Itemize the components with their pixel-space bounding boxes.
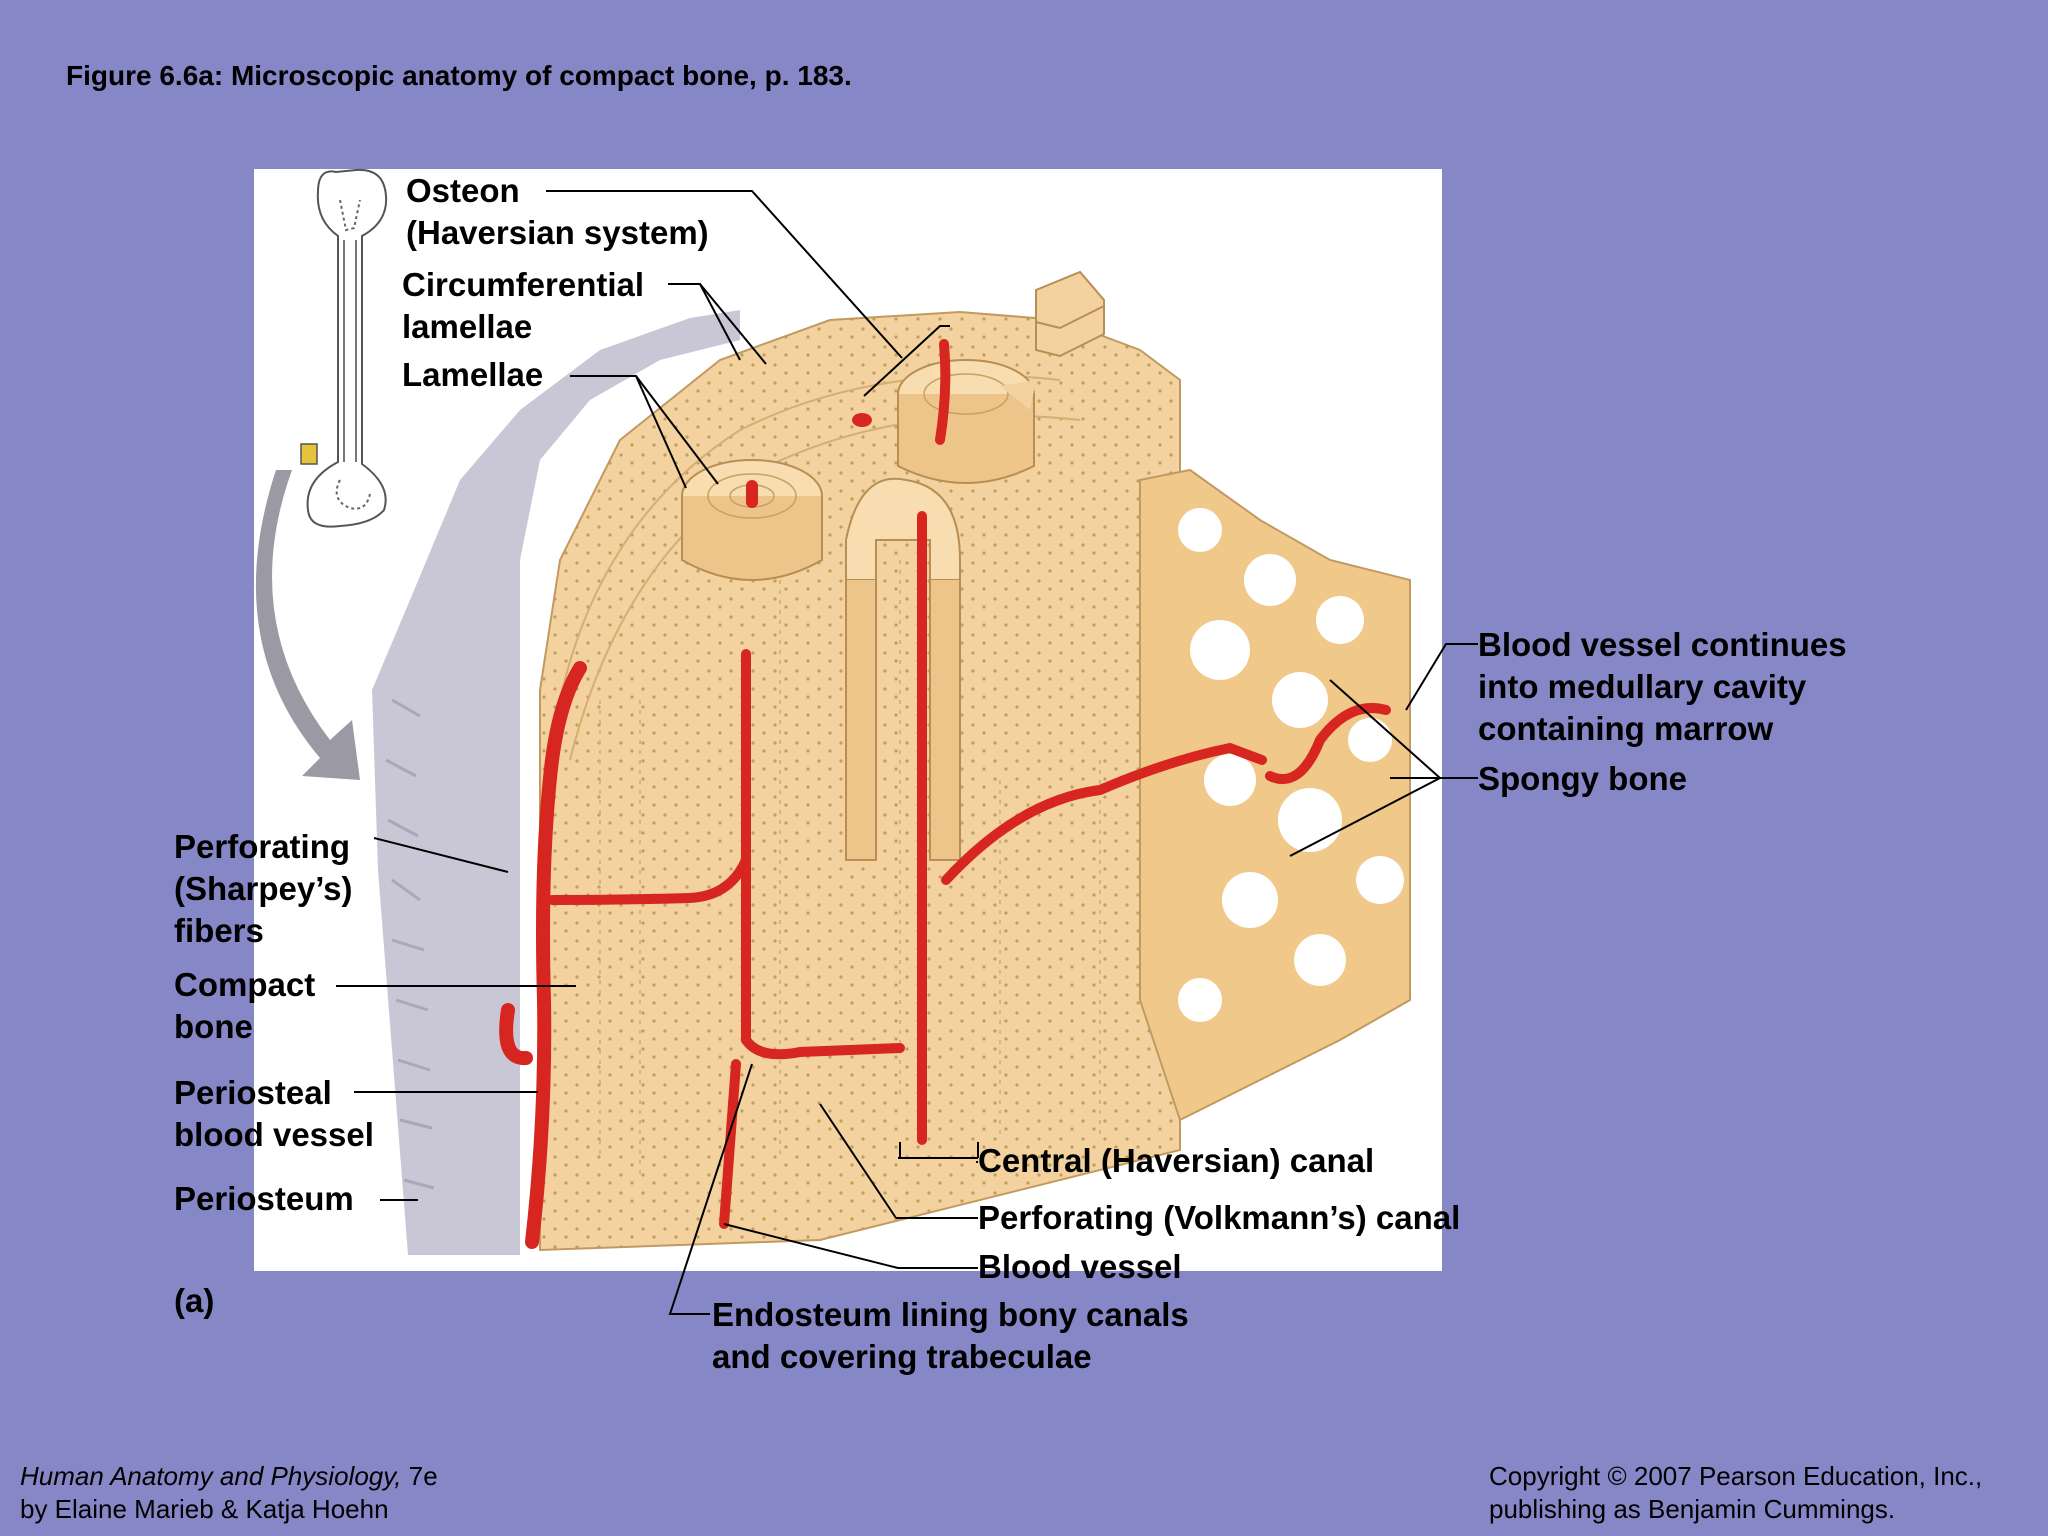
label-central-canal: Central (Haversian) canal <box>978 1140 1374 1182</box>
footer-copyright: Copyright © 2007 Pearson Education, Inc.… <box>1489 1460 1982 1526</box>
label-circumferential-line1: Circumferential <box>402 266 645 303</box>
footer-authors: by Elaine Marieb & Katja Hoehn <box>20 1494 389 1524</box>
label-lamellae: Lamellae <box>402 354 543 396</box>
label-perforating-line3: fibers <box>174 912 264 949</box>
label-endosteum-line1: Endosteum lining bony canals <box>712 1296 1189 1333</box>
label-lamellae-line1: Lamellae <box>402 356 544 393</box>
label-endosteum-line2: and covering trabeculae <box>712 1338 1092 1375</box>
footer-copyright-line2: publishing as Benjamin Cummings. <box>1489 1494 1896 1524</box>
figure-title: Figure 6.6a: Microscopic anatomy of comp… <box>66 60 852 91</box>
osteon-cylinders <box>681 270 1105 861</box>
label-osteon-line2: (Haversian system) <box>406 214 709 251</box>
long-bone-icon <box>300 168 388 528</box>
label-periosteal-line1: Periosteal <box>174 1074 332 1111</box>
label-circumferential-lamellae: Circumferential lamellae <box>402 264 644 348</box>
label-osteon: Osteon (Haversian system) <box>406 170 709 254</box>
label-perforating-fibers: Perforating (Sharpey’s) fibers <box>174 826 353 952</box>
label-compact-bone: Compact bone <box>174 964 315 1048</box>
label-volkmann-line1: Perforating (Volkmann’s) canal <box>978 1199 1461 1236</box>
label-continues-line2: into medullary cavity <box>1478 668 1807 705</box>
label-circumferential-line2: lamellae <box>402 308 533 345</box>
magnify-arrow <box>255 470 360 780</box>
label-periosteum-line1: Periosteum <box>174 1180 354 1217</box>
label-continues-line3: containing marrow <box>1478 710 1774 747</box>
label-perforating-line2: (Sharpey’s) <box>174 870 353 907</box>
spongy-bone <box>1139 468 1411 1122</box>
periosteum-layer <box>372 310 740 1255</box>
footer-book-title: Human Anatomy and Physiology, <box>20 1461 402 1491</box>
footer-edition: 7e <box>401 1461 438 1491</box>
label-periosteal-line2: blood vessel <box>174 1116 374 1153</box>
label-blood-vessel-continues: Blood vessel continues into medullary ca… <box>1478 624 1847 750</box>
label-continues-line1: Blood vessel continues <box>1478 626 1847 663</box>
label-compact-line2: bone <box>174 1008 253 1045</box>
panel-letter: (a) <box>174 1282 215 1319</box>
label-endosteum: Endosteum lining bony canals and coverin… <box>712 1294 1189 1378</box>
label-periosteal-blood-vessel: Periosteal blood vessel <box>174 1072 374 1156</box>
label-perforating-canal: Perforating (Volkmann’s) canal <box>978 1197 1460 1239</box>
label-periosteum: Periosteum <box>174 1178 354 1220</box>
footer-copyright-line1: Copyright © 2007 Pearson Education, Inc.… <box>1489 1461 1983 1491</box>
leader-lines <box>336 190 1478 1315</box>
label-central-line1: Central (Haversian) canal <box>978 1142 1375 1179</box>
footer-citation: Human Anatomy and Physiology, 7e by Elai… <box>20 1460 438 1526</box>
label-blood-vessel-line1: Blood vessel <box>978 1248 1182 1285</box>
label-spongy-bone: Spongy bone <box>1478 758 1687 800</box>
label-spongy-line1: Spongy bone <box>1478 760 1687 797</box>
footer-book-line: Human Anatomy and Physiology, 7e <box>20 1460 438 1493</box>
label-osteon-line1: Osteon <box>406 172 520 209</box>
label-compact-line1: Compact <box>174 966 316 1003</box>
label-blood-vessel: Blood vessel <box>978 1246 1182 1288</box>
label-perforating-line1: Perforating <box>174 828 351 865</box>
blood-vessels <box>499 339 1391 1249</box>
